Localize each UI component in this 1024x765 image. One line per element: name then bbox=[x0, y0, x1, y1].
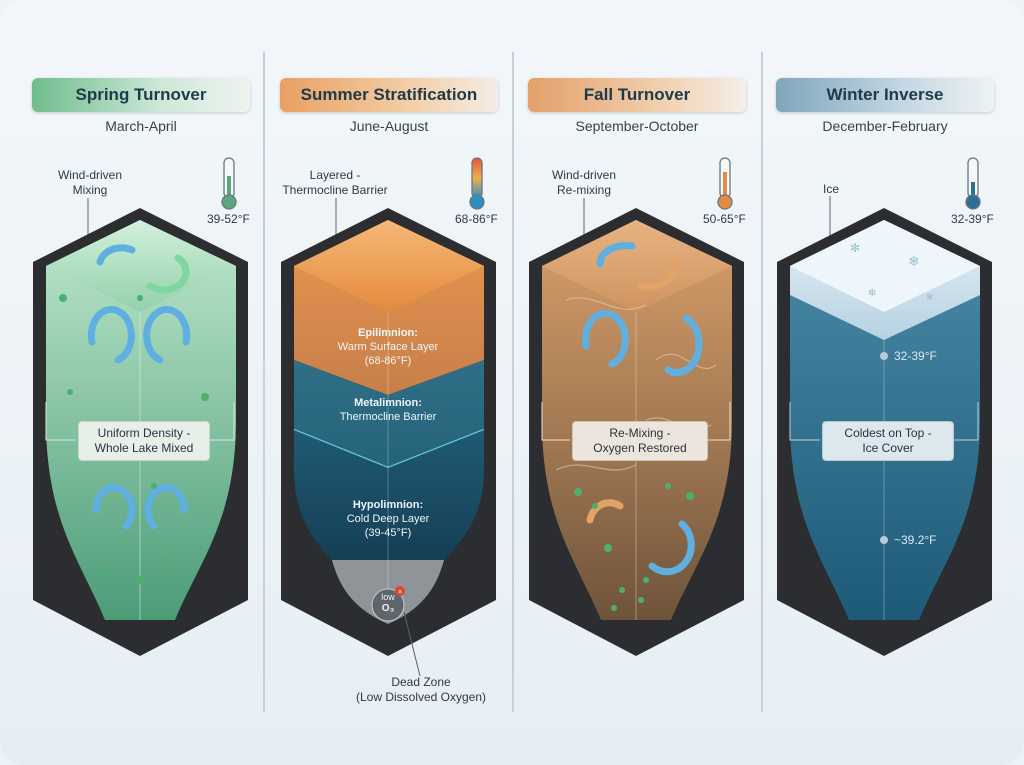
temperature-label: 32-39°F bbox=[951, 212, 994, 226]
svg-text:❄: ❄ bbox=[908, 253, 920, 269]
lake-diagram: × bbox=[281, 157, 496, 677]
epilimnion-name: Epilimnion: bbox=[358, 327, 418, 339]
o2-symbol: O₃ bbox=[381, 603, 395, 614]
panel-title: Summer Stratification bbox=[280, 78, 498, 112]
o2-low-label: low bbox=[381, 592, 395, 602]
low-oxygen-text: low O₃ bbox=[370, 592, 406, 614]
hypolimnion-label: Hypolimnion: Cold Deep Layer (39-45°F) bbox=[320, 498, 456, 540]
temperature-label: 39-52°F bbox=[207, 212, 250, 226]
svg-text:✻: ✻ bbox=[926, 292, 934, 302]
temperature-label: 50-65°F bbox=[703, 212, 746, 226]
thermometer-icon bbox=[469, 157, 485, 210]
svg-text:✻: ✻ bbox=[868, 288, 876, 299]
panel-dates: September-October bbox=[575, 118, 699, 134]
circulation-arrows bbox=[581, 242, 703, 576]
lake-diagram bbox=[529, 157, 744, 656]
panel-spring: Spring Turnover March-April Wind-driven … bbox=[0, 0, 256, 765]
callout-label: Layered - Thermocline Barrier bbox=[282, 168, 388, 197]
lake-diagram bbox=[33, 157, 248, 656]
circulation-arrows bbox=[87, 244, 191, 530]
winter-label: Coldest on Top - Ice Cover bbox=[822, 421, 954, 461]
oxygen-bubbles bbox=[59, 294, 209, 584]
panel-divider bbox=[512, 52, 514, 712]
panel-winter: Winter Inverse December-February Ice 32-… bbox=[744, 0, 1000, 765]
svg-text:✻: ✻ bbox=[850, 241, 860, 255]
callout-label: Ice bbox=[822, 182, 839, 196]
thermometer-icon bbox=[221, 157, 237, 210]
callout-label: Wind-driven Re-mixing bbox=[551, 168, 617, 197]
snowflake-icon: ✻ ❄ ✻ ✻ bbox=[850, 241, 934, 302]
thermometer-icon bbox=[717, 157, 733, 210]
dead-zone-label: Dead Zone (Low Dissolved Oxygen) bbox=[355, 675, 487, 704]
panel-fall: Fall Turnover September-October Wind-dri… bbox=[496, 0, 752, 765]
mixing-label: Re-Mixing - Oxygen Restored bbox=[572, 421, 708, 461]
lake-diagram: ✻ ❄ ✻ ✻ bbox=[777, 157, 992, 656]
temperature-label: 68-86°F bbox=[455, 212, 498, 226]
panel-title: Spring Turnover bbox=[32, 78, 250, 112]
top-temperature: 32-39°F bbox=[894, 349, 937, 363]
oxygen-bubbles bbox=[574, 483, 694, 611]
low-oxygen-icon: × bbox=[371, 586, 405, 622]
panel-summer: Summer Stratification June-August Layere… bbox=[248, 0, 504, 765]
panel-dates: June-August bbox=[349, 118, 429, 134]
mixing-label: Uniform Density - Whole Lake Mixed bbox=[78, 421, 210, 461]
thermometer-icon bbox=[965, 157, 981, 210]
epilimnion-label: Epilimnion: Warm Surface Layer (68-86°F) bbox=[320, 326, 456, 368]
marker-dot bbox=[880, 352, 888, 360]
callout-label: Wind-driven Mixing bbox=[57, 168, 123, 197]
marker-dot bbox=[880, 536, 888, 544]
bottom-temperature: ~39.2°F bbox=[894, 533, 937, 547]
svg-text:×: × bbox=[398, 589, 402, 596]
metalimnion-label: Metalimnion: Thermocline Barrier bbox=[320, 396, 456, 424]
metalimnion-name: Metalimnion: bbox=[354, 397, 422, 409]
panel-dates: March-April bbox=[105, 118, 177, 134]
epilimnion-desc: Warm Surface Layer (68-86°F) bbox=[337, 341, 439, 367]
panel-divider bbox=[263, 52, 265, 712]
hypolimnion-desc: Cold Deep Layer (39-45°F) bbox=[346, 513, 430, 539]
hypolimnion-name: Hypolimnion: bbox=[352, 499, 424, 511]
panel-dates: December-February bbox=[822, 118, 948, 134]
panel-divider bbox=[761, 52, 763, 712]
panel-title: Fall Turnover bbox=[528, 78, 746, 112]
panel-title: Winter Inverse bbox=[776, 78, 994, 112]
metalimnion-desc: Thermocline Barrier bbox=[339, 411, 437, 423]
